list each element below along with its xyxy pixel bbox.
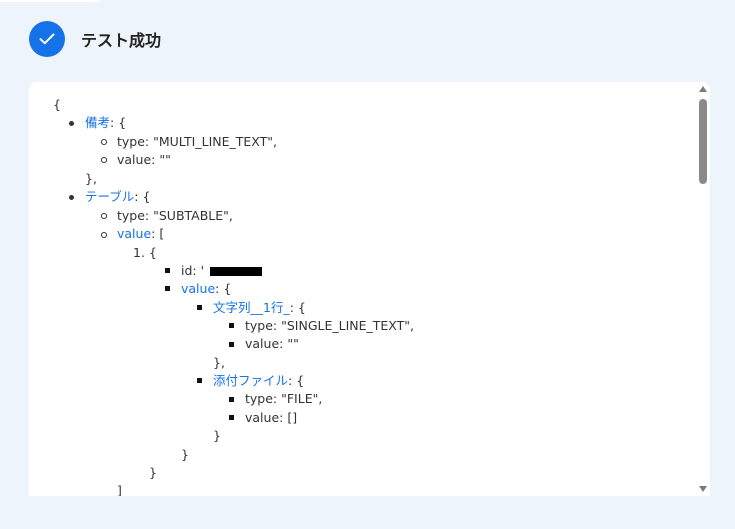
- bullet: [197, 305, 202, 310]
- vertical-scrollbar[interactable]: [696, 82, 710, 496]
- file-type: type: "FILE",: [245, 391, 323, 406]
- row-number: 1.: [133, 245, 145, 260]
- row-value-close: }: [181, 447, 189, 462]
- field-table: テーブル: {: [85, 189, 151, 204]
- row-id: id: ': [181, 262, 263, 280]
- key-table: テーブル: [85, 189, 135, 204]
- row-value: value: {: [181, 281, 232, 296]
- bullet: [165, 286, 170, 291]
- bullet: [101, 213, 107, 219]
- file-value: value: []: [245, 410, 298, 425]
- bullet: [69, 195, 74, 200]
- table-type: type: "SUBTABLE",: [117, 208, 233, 223]
- bullet: [165, 268, 170, 273]
- bullet: [229, 342, 234, 347]
- bullet: [101, 139, 107, 145]
- bullet: [229, 397, 234, 402]
- field-text: 文字列__1行_: {: [213, 300, 306, 315]
- bullet: [101, 157, 107, 163]
- result-header: テスト成功: [29, 21, 161, 57]
- biko-value: value: "": [117, 152, 171, 167]
- bullet: [69, 121, 74, 126]
- json-output-panel: { 備考: { type: "MULTI_LINE_TEXT", value: …: [29, 82, 710, 496]
- top-edge: [0, 0, 100, 2]
- bullet: [197, 378, 202, 383]
- field-file: 添付ファイル: {: [213, 373, 305, 388]
- key-biko: 備考: [85, 115, 111, 130]
- scroll-up-arrow-icon[interactable]: [699, 86, 707, 92]
- scroll-thumb[interactable]: [699, 99, 707, 184]
- key-text-field: 文字列__1行_: [213, 300, 290, 315]
- row-item-1: 1. {: [133, 245, 157, 260]
- text-value: value: "": [245, 336, 299, 351]
- page-title: テスト成功: [81, 31, 162, 50]
- bullet: [229, 323, 234, 328]
- check-icon: [29, 21, 65, 57]
- file-close: }: [213, 428, 221, 443]
- key-file-field: 添付ファイル: [213, 373, 289, 388]
- field-biko: 備考: {: [85, 115, 127, 130]
- text-close: },: [213, 355, 225, 370]
- key-row-value: value: [181, 281, 216, 296]
- table-value: value: [: [117, 226, 165, 241]
- open-brace: {: [53, 97, 61, 112]
- biko-close: },: [85, 171, 97, 186]
- text-type: type: "SINGLE_LINE_TEXT",: [245, 318, 415, 333]
- value-close: ]: [117, 483, 122, 496]
- row-close: }: [149, 465, 157, 480]
- bullet: [229, 415, 234, 420]
- redacted-value: [210, 267, 263, 276]
- bullet: [101, 232, 107, 238]
- json-tree: { 備考: { type: "MULTI_LINE_TEXT", value: …: [29, 82, 696, 496]
- scroll-down-arrow-icon[interactable]: [699, 486, 707, 492]
- key-value: value: [117, 226, 152, 241]
- biko-type: type: "MULTI_LINE_TEXT",: [117, 134, 277, 149]
